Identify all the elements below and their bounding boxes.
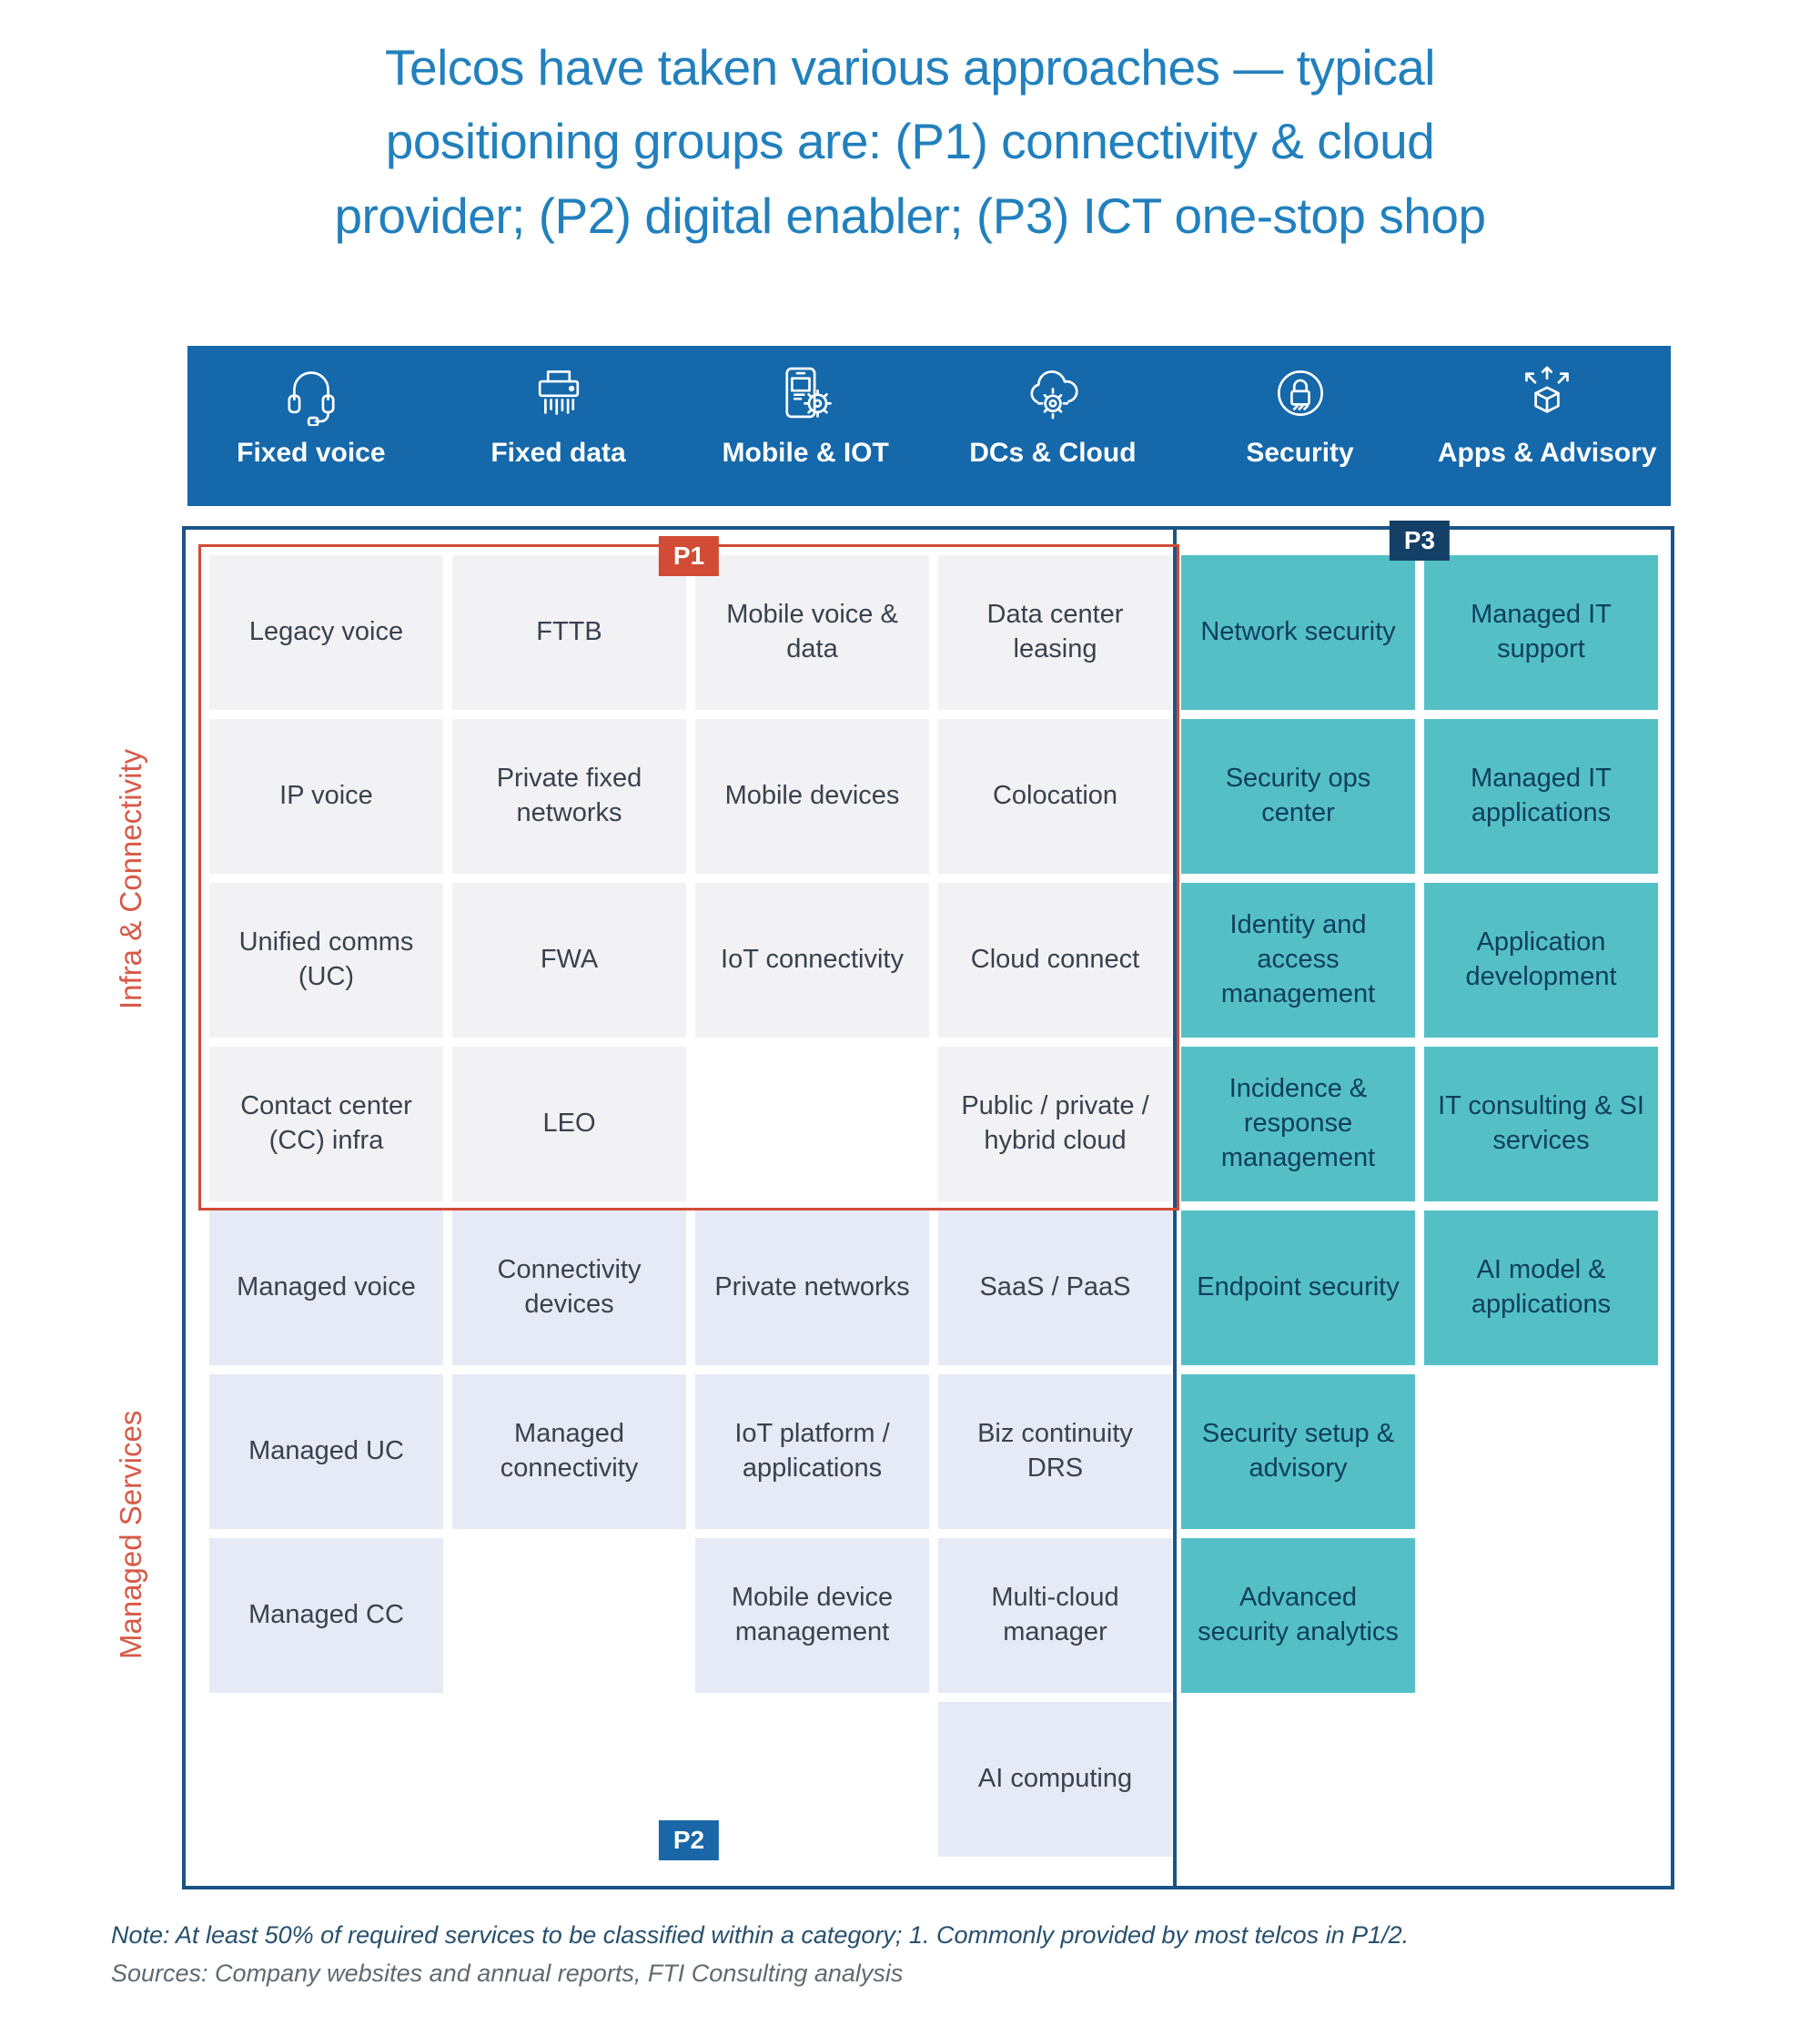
column-header-label: Apps & Advisory xyxy=(1437,438,1657,468)
column-header-label: Fixed voice xyxy=(237,438,386,468)
matrix-cell: IoT connectivity xyxy=(695,883,929,1038)
matrix-cell: Identity and access management xyxy=(1181,883,1415,1038)
padlock-circle-icon xyxy=(1268,360,1333,430)
matrix-cell: Managed connectivity xyxy=(452,1374,686,1529)
matrix-cell: Security setup & advisory xyxy=(1181,1374,1415,1529)
matrix-cell: Biz continuity DRS xyxy=(938,1374,1172,1529)
matrix-cell-empty xyxy=(695,1702,929,1857)
mobile-gear-icon xyxy=(773,360,838,430)
data-feed-icon xyxy=(526,360,592,430)
matrix-cell: FTTB xyxy=(452,555,686,710)
matrix-cell: Managed voice xyxy=(209,1210,443,1365)
column-header-label: Mobile & IOT xyxy=(722,438,889,468)
matrix-cell: Contact center (CC) infra xyxy=(209,1047,443,1201)
matrix-cell: Unified comms (UC) xyxy=(209,883,443,1038)
matrix-cell: Endpoint security xyxy=(1181,1210,1415,1365)
column-header-dcs-cloud: DCs & Cloud xyxy=(929,346,1177,506)
matrix-cell: Public / private / hybrid cloud xyxy=(938,1047,1172,1201)
column-header-mobile-iot: Mobile & IOT xyxy=(682,346,929,506)
matrix-cell: Mobile device management xyxy=(695,1538,929,1693)
row-group-label-infra-connectivity: Infra & Connectivity xyxy=(114,748,147,1010)
footnotes: Note: At least 50% of required services … xyxy=(111,1917,1409,1993)
matrix: Legacy voice FTTB Mobile voice & data Da… xyxy=(182,521,1674,1889)
cloud-gear-icon xyxy=(1020,360,1086,430)
matrix-cell: Managed UC xyxy=(209,1374,443,1529)
title-line: positioning groups are: (P1) connectivit… xyxy=(385,113,1435,170)
matrix-cell: IoT platform / applications xyxy=(695,1374,929,1529)
matrix-cell: AI computing xyxy=(938,1702,1172,1857)
matrix-grid: Legacy voice FTTB Mobile voice & data Da… xyxy=(186,530,1658,1857)
row-group-label-managed-services: Managed Services xyxy=(114,1410,147,1659)
matrix-cell: Connectivity devices xyxy=(452,1210,686,1365)
column-header-fixed-data: Fixed data xyxy=(435,346,682,506)
matrix-cell: Private networks xyxy=(695,1210,929,1365)
category-header-bar: Fixed voice Fixed data xyxy=(187,346,1671,506)
matrix-cell-empty xyxy=(1424,1702,1658,1857)
column-header-apps-advisory: Apps & Advisory xyxy=(1423,346,1671,506)
column-header-label: Fixed data xyxy=(490,438,626,468)
page-title: Telcos have taken various approaches — t… xyxy=(109,31,1711,253)
matrix-cell: Mobile devices xyxy=(695,719,929,874)
matrix-cell-empty xyxy=(1424,1538,1658,1693)
matrix-cell: Incidence & response management xyxy=(1181,1047,1415,1201)
matrix-cell: IP voice xyxy=(209,719,443,874)
p2-badge: P2 xyxy=(658,1820,720,1860)
matrix-cell: Data center leasing xyxy=(938,555,1172,710)
matrix-cell: Application development xyxy=(1424,883,1658,1038)
cube-arrows-icon xyxy=(1514,360,1580,430)
matrix-cell: FWA xyxy=(452,883,686,1038)
column-header-fixed-voice: Fixed voice xyxy=(187,346,435,506)
matrix-cell: Private fixed networks xyxy=(452,719,686,874)
column-header-label: Security xyxy=(1246,438,1354,468)
matrix-cell-empty xyxy=(1181,1702,1415,1857)
sources-line: Sources: Company websites and annual rep… xyxy=(111,1959,904,1987)
matrix-cell-empty xyxy=(452,1538,686,1693)
matrix-cell-empty xyxy=(209,1702,443,1857)
p1-badge: P1 xyxy=(658,536,720,576)
matrix-cell: Colocation xyxy=(938,719,1172,874)
headset-icon xyxy=(278,360,344,430)
matrix-cell: Mobile voice & data xyxy=(695,555,929,710)
title-line: provider; (P2) digital enabler; (P3) ICT… xyxy=(334,187,1486,244)
matrix-cell: Security ops center xyxy=(1181,719,1415,874)
matrix-cell-empty xyxy=(1424,1374,1658,1529)
matrix-cell: Managed IT applications xyxy=(1424,719,1658,874)
column-header-security: Security xyxy=(1177,346,1424,506)
matrix-cell: Managed CC xyxy=(209,1538,443,1693)
matrix-cell-empty xyxy=(452,1702,686,1857)
matrix-cell: Advanced security analytics xyxy=(1181,1538,1415,1693)
matrix-cell: Cloud connect xyxy=(938,883,1172,1038)
p3-badge: P3 xyxy=(1389,521,1451,561)
column-header-label: DCs & Cloud xyxy=(969,438,1137,468)
matrix-cell: Legacy voice xyxy=(209,555,443,710)
p1-region-outline: P1 xyxy=(198,536,1179,1210)
footnote-line: Note: At least 50% of required services … xyxy=(111,1921,1410,1949)
matrix-cell: LEO xyxy=(452,1047,686,1201)
matrix-cell: Managed IT support xyxy=(1424,555,1658,710)
matrix-cell: Network security xyxy=(1181,555,1415,710)
matrix-cell: AI model & applications xyxy=(1424,1210,1658,1365)
matrix-cell: IT consulting & SI services xyxy=(1424,1047,1658,1201)
title-line: Telcos have taken various approaches — t… xyxy=(384,39,1436,96)
matrix-cell: Multi-cloud manager xyxy=(938,1538,1172,1693)
matrix-cell: SaaS / PaaS xyxy=(938,1210,1172,1365)
